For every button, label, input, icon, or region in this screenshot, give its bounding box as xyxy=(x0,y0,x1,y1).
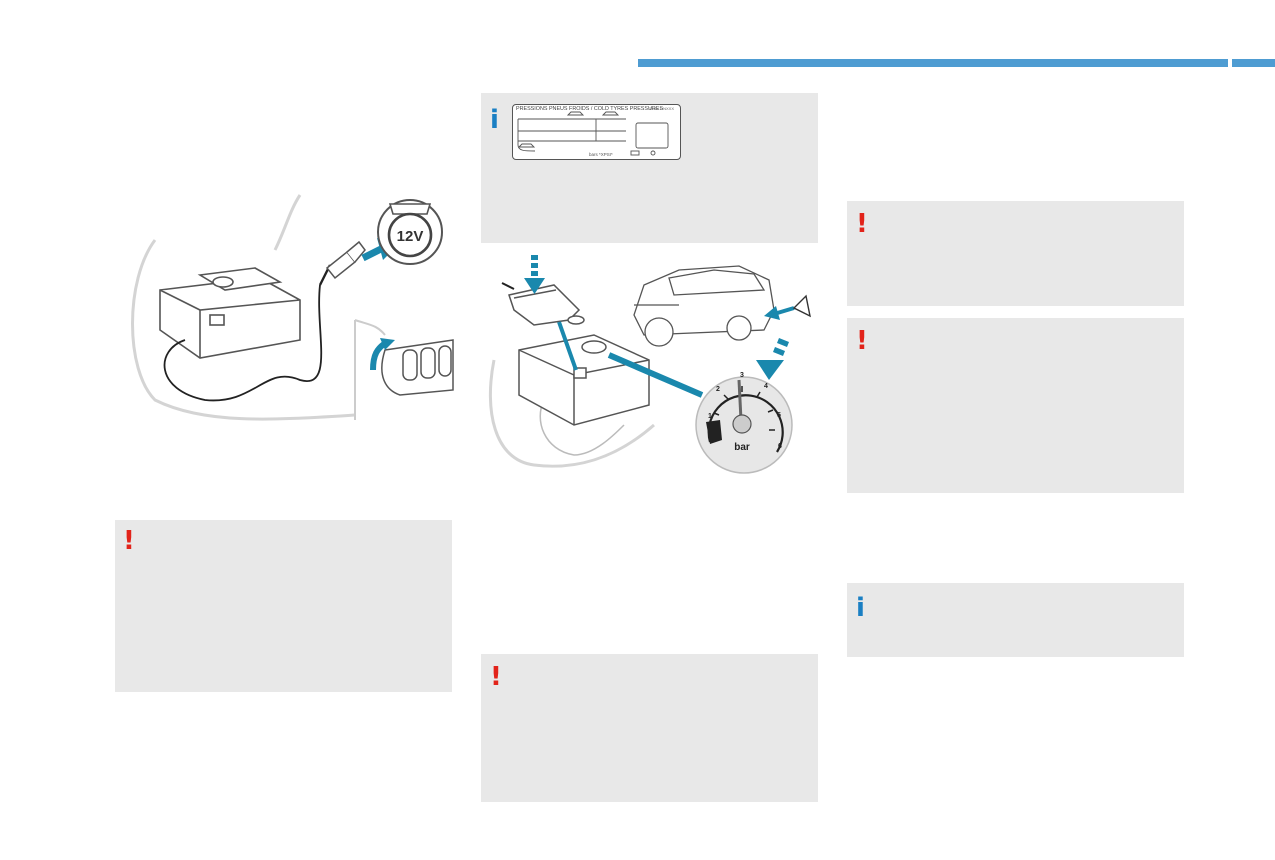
gauge-tick-5: 5 xyxy=(777,412,781,419)
tyre-label-top-right: RXXX DNXXX xyxy=(648,106,674,111)
gauge-tick-4: 4 xyxy=(764,383,768,390)
tyre-pressure-label-card: PRESSIONS PNEUS FROIDS / COLD TYRES PRES… xyxy=(512,104,681,160)
info-panel-2: i xyxy=(847,583,1184,657)
header-accent-bar-tail xyxy=(1232,59,1275,67)
warning-panel-3: ! xyxy=(847,201,1184,306)
tyre-label-title: PRESSIONS PNEUS FROIDS / COLD TYRES PRES… xyxy=(516,106,663,112)
tyre-label-bottom-text: bars *XPSI* xyxy=(589,152,613,157)
tyre-label-grid xyxy=(517,111,669,156)
warning-panel-2: ! xyxy=(481,654,818,802)
warning-icon: ! xyxy=(856,209,868,239)
info-icon: i xyxy=(856,593,865,623)
gauge-tick-2: 2 xyxy=(716,386,720,393)
gauge-tick-6: 6 xyxy=(778,443,782,450)
info-icon: i xyxy=(490,105,499,135)
gauge-tick-3: 3 xyxy=(740,372,744,379)
header-accent-bar xyxy=(638,59,1228,67)
gauge-unit: bar xyxy=(734,442,750,453)
gauge-tick-1: 1 xyxy=(708,413,712,420)
warning-panel-4: ! xyxy=(847,318,1184,493)
warning-icon: ! xyxy=(490,662,502,692)
socket-12v-text: 12V xyxy=(397,228,424,245)
gauge-car-illustration: 1 2 3 4 5 6 bar xyxy=(488,255,811,474)
warning-icon: ! xyxy=(123,526,135,556)
compressor-illustration: 12V xyxy=(131,194,454,421)
warning-icon: ! xyxy=(856,326,868,356)
warning-panel-1: ! xyxy=(115,520,452,692)
